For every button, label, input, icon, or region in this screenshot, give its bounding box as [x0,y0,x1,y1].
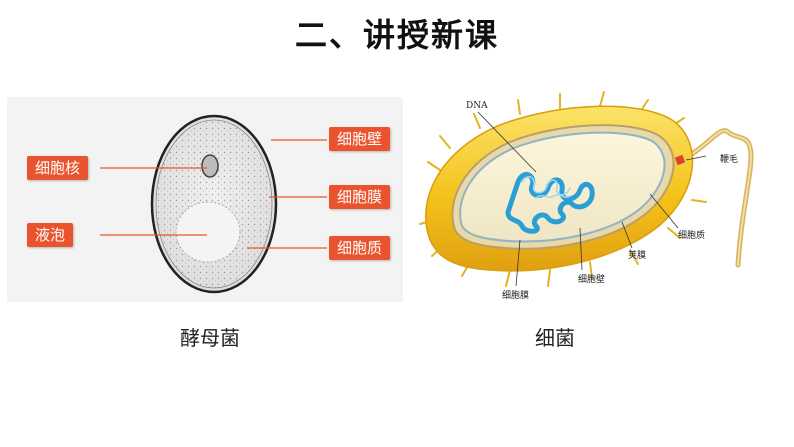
yeast-nucleus [201,154,219,178]
label-dna: DNA [466,101,488,111]
label-nucleus: 细胞核 [27,156,89,180]
bacterium-illustration: DNA 鞭毛 细胞质 荚膜 细胞壁 细胞膜 [419,91,754,301]
label-capsule: 荚膜 [628,249,646,261]
yeast-caption: 酵母菌 [180,326,240,350]
bacterium-caption: 细菌 [535,326,575,350]
slide-title: 二、讲授新课 [294,16,499,54]
label-cell-wall: 细胞壁 [329,127,391,151]
yeast-cell-illustration [100,114,327,294]
bacterium-dna [505,172,595,234]
yeast-diagram-panel: 细胞核 液泡 细胞壁 细胞膜 细胞质 [7,97,403,302]
label-cell-membrane: 细胞膜 [329,185,391,209]
label-bacterium-cell-membrane: 细胞膜 [502,289,529,301]
yeast-vacuole [175,201,241,263]
label-vacuole: 液泡 [27,223,74,247]
label-cytoplasm: 细胞质 [329,236,391,260]
label-bacterium-cytoplasm: 细胞质 [678,229,705,241]
label-bacterium-cell-wall: 细胞壁 [578,273,605,285]
label-flagellum: 鞭毛 [720,153,738,165]
